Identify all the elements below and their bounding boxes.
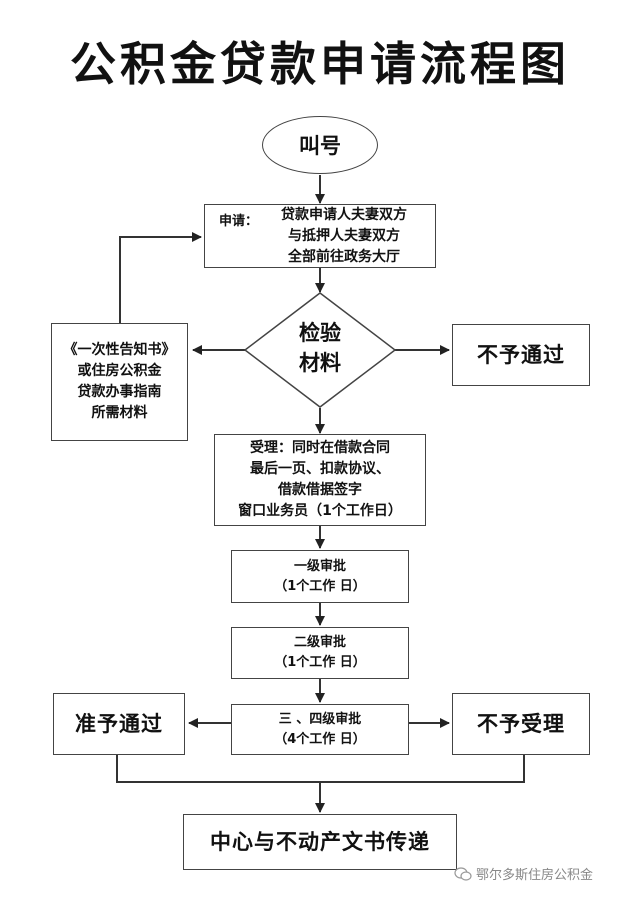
apply-label: 申请： [219,214,259,229]
materials-box: 《一次性告知书》 或住房公积金 贷款办事指南 所需材料 [51,323,188,441]
accept-box: 受理：同时在借款合同 最后一页、扣款协议、 借款借据签字 窗口业务员（1个工作日… [214,434,426,526]
level1-box: 一级审批 （1个工作 日） [231,550,409,603]
watermark-text: 鄂尔多斯住房公积金 [476,868,594,883]
accept-line: 受理：同时在借款合同 [250,440,390,456]
apply-line: 贷款申请人夫妻双方 [281,206,407,223]
accept-line: 最后一页、扣款协议、 [250,461,390,477]
materials-line: 或住房公积金 [77,363,162,379]
level34-box: 三 、四级审批 （4个工作 日） [231,704,409,755]
watermark: 鄂尔多斯住房公积金 [454,864,593,883]
accept-line: 窗口业务员（1个工作日） [238,503,402,519]
level2-box: 二级审批 （1个工作 日） [231,627,409,679]
start-node: 叫号 [262,116,378,174]
accept-line: 借款借据签字 [278,482,362,498]
final-box: 中心与不动产文书传递 [183,814,457,870]
approve-box: 准予通过 [53,693,185,755]
merge-line [116,755,525,783]
page-title: 公积金贷款申请流程图 [70,37,570,91]
apply-line: 全部前往政务大厅 [288,248,400,265]
wechat-icon [454,866,472,881]
materials-line: 贷款办事指南 [77,384,162,400]
materials-line: 所需材料 [91,405,148,421]
check-label: 检验 材料 [299,321,341,375]
reject-check-box: 不予通过 [452,324,590,386]
apply-line: 与抵押人夫妻双方 [288,227,400,244]
materials-line: 《一次性告知书》 [63,342,176,358]
reject-accept-box: 不予受理 [452,693,590,755]
apply-box: 申请： 贷款申请人夫妻双方 与抵押人夫妻双方 全部前往政务大厅 [204,204,436,268]
arrow-materials-to-apply [119,232,202,323]
check-diamond [243,292,397,408]
